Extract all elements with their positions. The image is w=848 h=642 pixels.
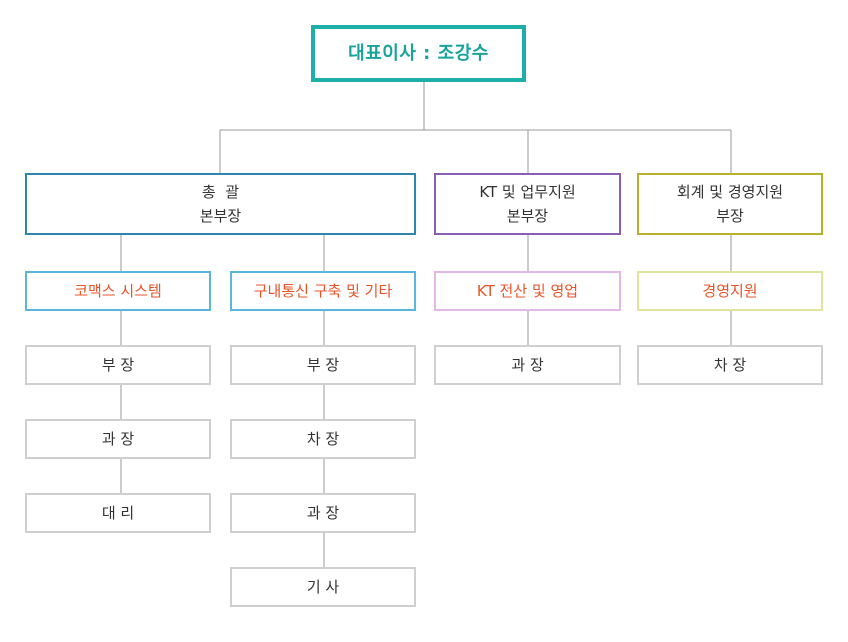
rank-label: 대 리 <box>101 504 135 522</box>
rank-label: 부 장 <box>101 356 135 374</box>
rank-label: 기 사 <box>306 578 340 596</box>
rank-box: 차 장 <box>637 345 823 385</box>
team-management-label: 경영지원 <box>702 282 758 300</box>
rank-box: 차 장 <box>230 419 416 459</box>
rank-box: 부 장 <box>25 345 211 385</box>
rank-box: 대 리 <box>25 493 211 533</box>
rank-label: 과 장 <box>306 504 340 522</box>
rank-box: 과 장 <box>25 419 211 459</box>
division-general-line1: 총 괄 <box>201 183 240 201</box>
division-general-box: 총 괄 본부장 <box>25 173 416 235</box>
team-telecom-label: 구내통신 구축 및 기타 <box>253 282 393 300</box>
rank-label: 차 장 <box>306 430 340 448</box>
rank-label: 과 장 <box>101 430 135 448</box>
division-accounting-box: 회계 및 경영지원 부장 <box>637 173 823 235</box>
rank-box: 과 장 <box>434 345 621 385</box>
division-kt-line1: KT 및 업무지원 <box>479 183 576 201</box>
rank-label: 과 장 <box>511 356 544 374</box>
team-kt-sales-box: KT 전산 및 영업 <box>434 271 621 311</box>
division-kt-box: KT 및 업무지원 본부장 <box>434 173 621 235</box>
rank-box: 부 장 <box>230 345 416 385</box>
rank-box: 과 장 <box>230 493 416 533</box>
division-accounting-line1: 회계 및 경영지원 <box>676 183 784 201</box>
rank-label: 부 장 <box>306 356 340 374</box>
team-commax-label: 코맥스 시스템 <box>74 282 162 300</box>
team-kt-sales-label: KT 전산 및 영업 <box>476 282 579 300</box>
division-general-line2: 본부장 <box>199 207 242 225</box>
ceo-box: 대표이사 : 조강수 <box>311 25 526 82</box>
division-accounting-line2: 부장 <box>716 207 744 225</box>
ceo-label: 대표이사 : 조강수 <box>348 42 489 64</box>
division-kt-line2: 본부장 <box>506 207 549 225</box>
rank-box: 기 사 <box>230 567 416 607</box>
team-telecom-box: 구내통신 구축 및 기타 <box>230 271 416 311</box>
team-management-box: 경영지원 <box>637 271 823 311</box>
team-commax-box: 코맥스 시스템 <box>25 271 211 311</box>
rank-label: 차 장 <box>713 356 747 374</box>
